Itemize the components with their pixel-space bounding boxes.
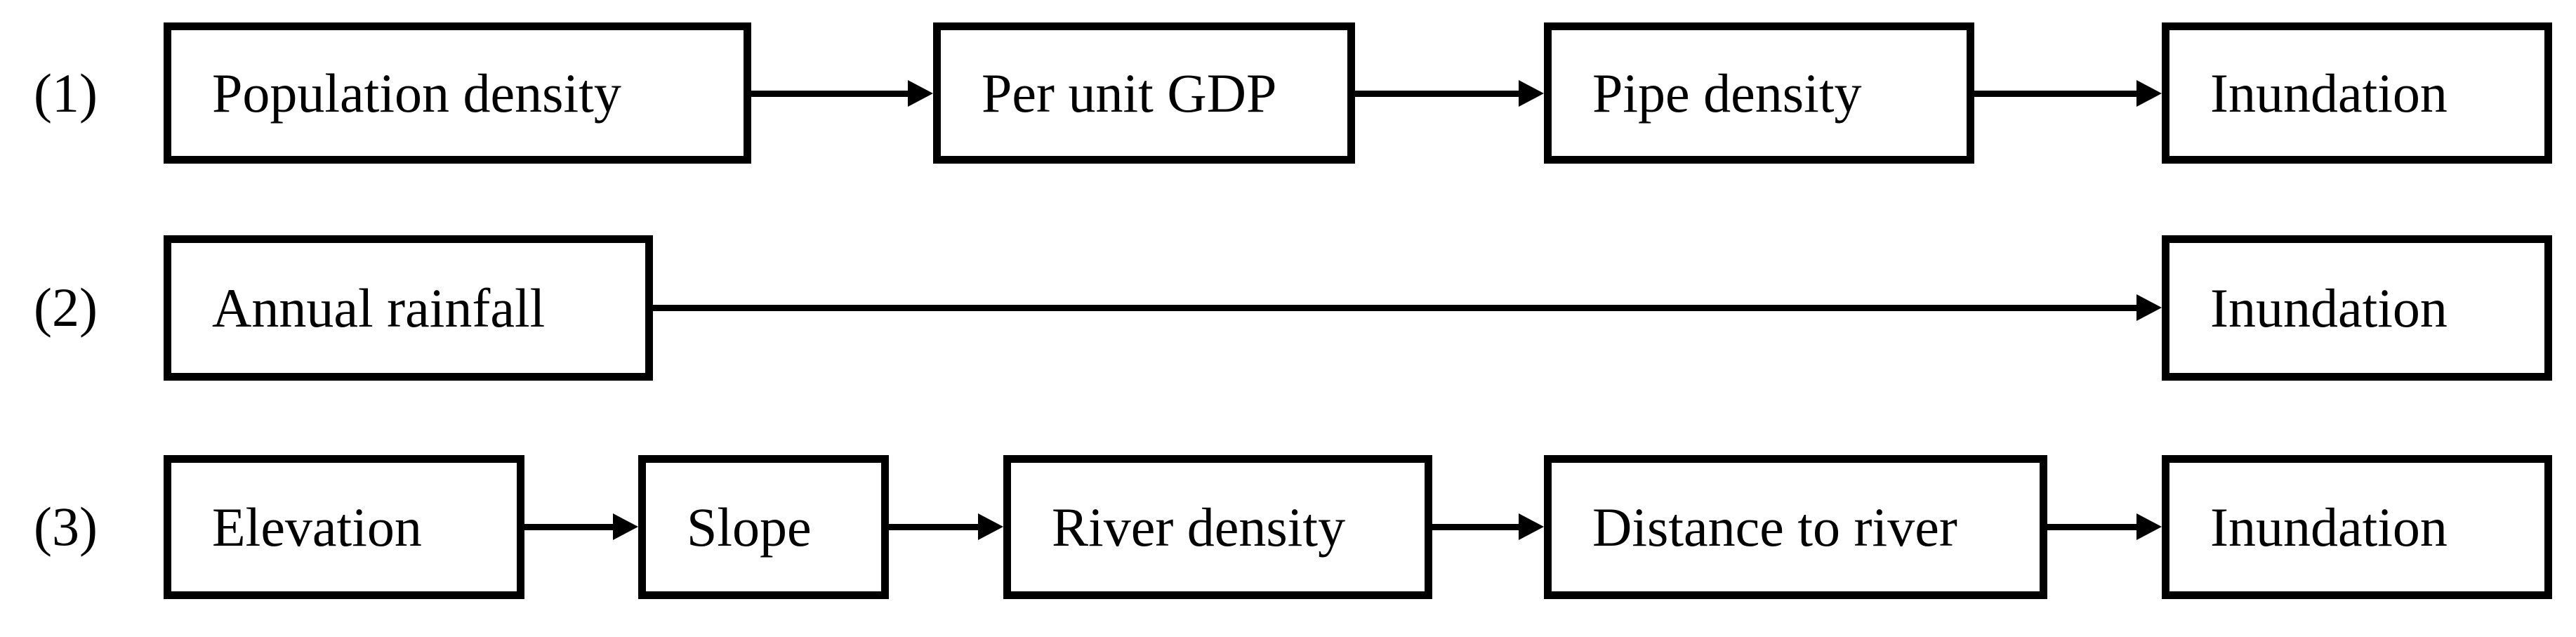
node-elevation: Elevation [164, 455, 524, 599]
arrow-head-icon [908, 80, 933, 107]
arrow-head-icon [613, 513, 638, 540]
arrow-shaft [524, 523, 617, 530]
node-inundation-row1: Inundation [2162, 22, 2552, 164]
arrow-shaft [2047, 523, 2141, 530]
arrow-head-icon [978, 513, 1003, 540]
node-population-density: Population density [164, 22, 751, 164]
arrow-head-icon [2136, 80, 2162, 107]
node-pipe-density: Pipe density [1544, 22, 1974, 164]
arrow-shaft [653, 304, 2141, 311]
node-slope: Slope [638, 455, 889, 599]
node-distance-to-river: Distance to river [1544, 455, 2047, 599]
arrow-shaft [751, 90, 912, 97]
arrow-shaft [1355, 90, 1523, 97]
node-inundation-row2: Inundation [2162, 235, 2552, 381]
node-inundation-row3: Inundation [2162, 455, 2552, 599]
arrow-shaft [1432, 523, 1523, 530]
row-2-label: (2) [34, 277, 98, 338]
arrow-shaft [889, 523, 982, 530]
row-3-label: (3) [34, 496, 98, 557]
arrow-head-icon [1519, 80, 1544, 107]
arrow-shaft [1974, 90, 2141, 97]
row-1-label: (1) [34, 63, 98, 124]
node-annual-rainfall: Annual rainfall [164, 235, 653, 381]
node-river-density: River density [1003, 455, 1432, 599]
arrow-head-icon [2136, 513, 2162, 540]
arrow-head-icon [1519, 513, 1544, 540]
arrow-head-icon [2136, 294, 2162, 321]
node-per-unit-gdp: Per unit GDP [933, 22, 1355, 164]
